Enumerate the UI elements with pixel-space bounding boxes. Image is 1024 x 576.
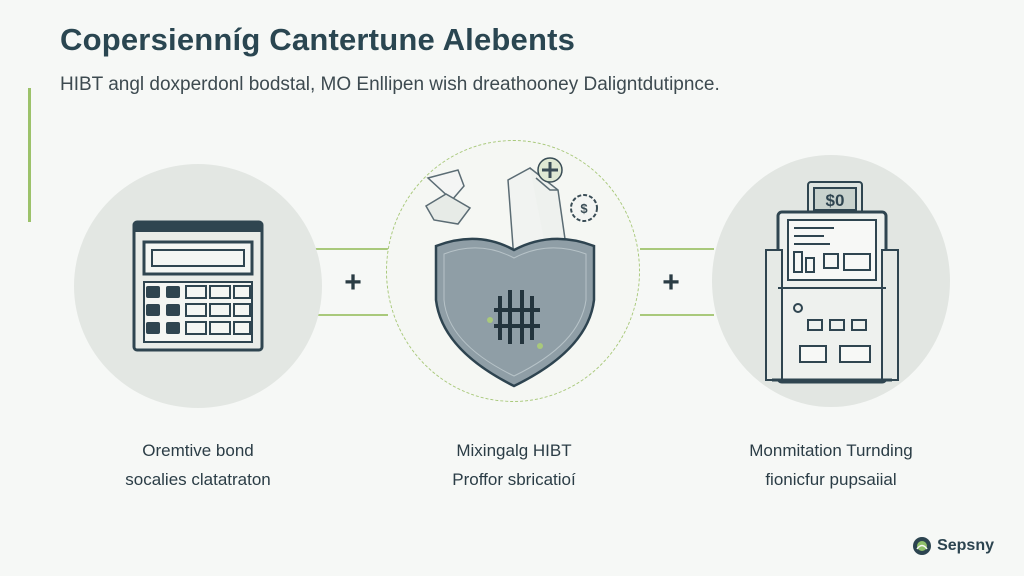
step-caption-1-line2: socalies clatatraton: [125, 470, 271, 489]
connector-right-lower: [640, 314, 714, 316]
plus-operator-right: +: [662, 266, 680, 299]
step-caption-2-line1: Mixingalg HIBT: [456, 441, 572, 460]
calculator-icon: [132, 220, 264, 357]
brand-name: Sepsny: [937, 537, 994, 554]
plus-operator-left: +: [344, 266, 362, 299]
gear-dollar-icon: $: [570, 194, 598, 222]
connector-right: [640, 248, 714, 250]
shield-icon: $: [418, 150, 618, 395]
brand-logo: Sepsny: [912, 536, 994, 556]
step-caption-2: Mixingalg HIBT Proffor sbricatioí: [404, 436, 624, 494]
step-caption-1-line1: Oremtive bond: [142, 441, 254, 460]
step-caption-2-line2: Proffor sbricatioí: [452, 470, 576, 489]
accent-bar: [28, 88, 31, 222]
brand-mark-icon: [913, 537, 932, 555]
page-title: Copersienníg Cantertune Alebents: [60, 22, 576, 57]
svg-text:$: $: [580, 201, 588, 216]
connector-left: [312, 248, 388, 250]
kiosk-machine-icon: $0: [764, 180, 900, 395]
step-caption-1: Oremtive bond socalies clatatraton: [88, 436, 308, 494]
connector-left-lower: [312, 314, 388, 316]
step-caption-3-line2: fionicfur pupsaiial: [765, 470, 897, 489]
step-caption-3-line1: Monmitation Turnding: [749, 441, 913, 460]
page-subtitle: HIBT angl doxperdonl bodstal, MO Enllipe…: [60, 74, 720, 95]
plus-badge-icon: [537, 157, 563, 183]
kiosk-price-sign: $0: [826, 191, 845, 210]
step-caption-3: Monmitation Turnding fionicfur pupsaiial: [720, 436, 942, 494]
